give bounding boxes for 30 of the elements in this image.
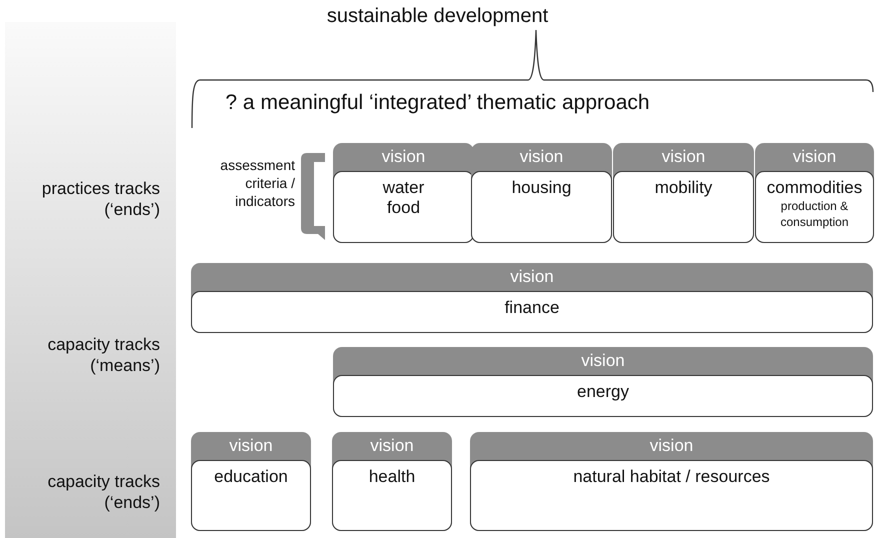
track-name: mobility <box>654 178 714 198</box>
track-subtitle: production & consumption <box>779 198 850 230</box>
track-category-label: capacity tracks (‘means’) <box>46 334 160 376</box>
vision-heading: vision <box>648 435 694 457</box>
track-card <box>191 263 873 333</box>
heading-text: ? a meaningful ‘integrated’ thematic approach <box>224 90 651 116</box>
vision-heading: vision <box>792 146 838 168</box>
track-name: natural habitat / resources <box>572 467 771 487</box>
track-name: health <box>368 467 416 487</box>
track-card <box>191 432 311 531</box>
track-name: housing <box>510 178 572 198</box>
vision-heading: vision <box>369 435 415 457</box>
track-category-label: practices tracks (‘ends’) <box>40 178 160 220</box>
vision-heading: vision <box>518 146 564 168</box>
track-card <box>332 432 452 531</box>
track-name: commodities <box>766 178 864 198</box>
track-category-label: capacity tracks (‘ends’) <box>46 471 160 513</box>
track-name: energy <box>576 382 630 402</box>
track-card <box>470 432 873 531</box>
vision-heading: vision <box>660 146 706 168</box>
track-name: finance <box>504 298 560 318</box>
track-name: water food <box>382 178 426 218</box>
vision-heading: vision <box>380 146 426 168</box>
diagram-title: sustainable development <box>326 4 550 28</box>
vision-heading: vision <box>228 435 274 457</box>
side-note: assessment criteria / indicators <box>219 156 295 210</box>
track-name: education <box>213 467 289 487</box>
vision-heading: vision <box>509 266 555 288</box>
vision-heading: vision <box>580 350 626 372</box>
track-card <box>333 347 873 417</box>
